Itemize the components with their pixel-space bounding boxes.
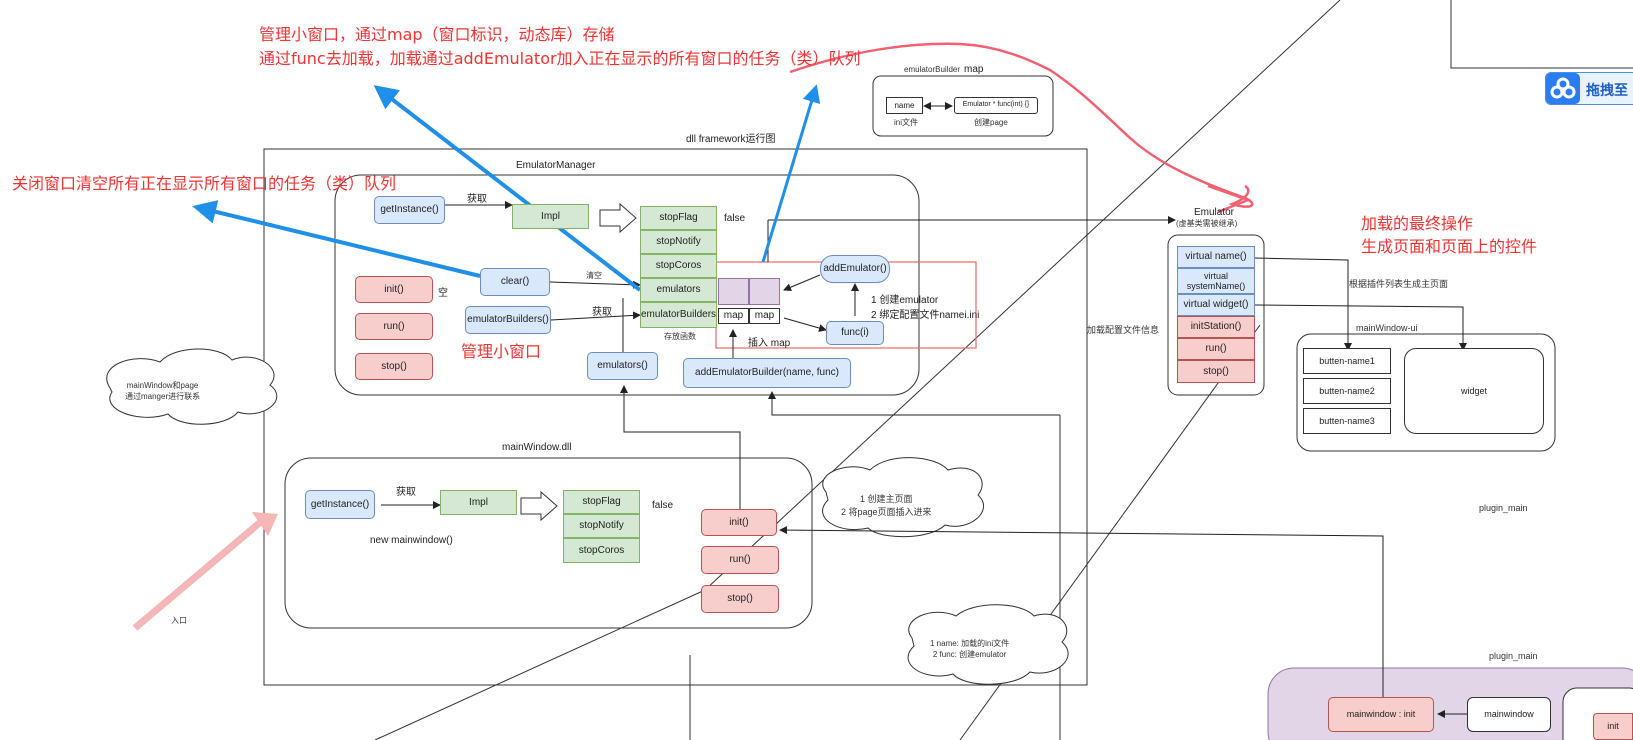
ui-button-name3[interactable]: butten-name3 bbox=[1303, 408, 1391, 434]
emulator-builder-map-label: map bbox=[964, 64, 984, 75]
cloud-app-icon bbox=[1546, 73, 1580, 104]
emulator-title: Emulator bbox=[1194, 207, 1235, 218]
step-create-emulator: 1 创建emulator bbox=[871, 295, 939, 306]
dll-field-stop-notify[interactable]: stopNotify bbox=[563, 514, 640, 538]
manager-clear-button[interactable]: clear() bbox=[480, 268, 550, 296]
main-window-dll-title: mainWindow.dll bbox=[502, 442, 572, 453]
plugin-main-label-2: plugin_main bbox=[1489, 651, 1538, 661]
main-window-dll-container bbox=[284, 457, 813, 629]
top-right-box bbox=[1450, 0, 1633, 69]
mainwindow-init-box[interactable]: mainwindow : init bbox=[1328, 697, 1434, 732]
emulator-manager-container bbox=[334, 174, 920, 396]
main-window-ui-title: mainWindow-ui bbox=[1356, 323, 1418, 333]
dll-run-button[interactable]: run() bbox=[701, 546, 779, 574]
add-emulator-builder-button[interactable]: addEmulatorBuilder(name, func) bbox=[683, 358, 851, 388]
dll-false-label: false bbox=[652, 500, 674, 511]
field-stop-coros[interactable]: stopCoros bbox=[640, 254, 717, 278]
field-emulators[interactable]: emulators bbox=[640, 278, 717, 302]
annotation-final-op: 加载的最终操作 bbox=[1361, 214, 1474, 233]
emulator-virtual-system-name[interactable]: virtual systemName() bbox=[1177, 268, 1255, 294]
dll-impl-box[interactable]: Impl bbox=[440, 490, 517, 515]
func-button[interactable]: func(i) bbox=[826, 321, 884, 345]
annotation-generate-page: 生成页面和页面上的控件 bbox=[1361, 237, 1538, 256]
main-window-ui-container bbox=[1296, 333, 1556, 452]
ui-button-name1[interactable]: butten-name1 bbox=[1303, 348, 1391, 374]
ini-note-text: 1 name: 加载的ini文件 2 func: 创建emulator bbox=[930, 639, 1010, 659]
map-cell-b: map bbox=[749, 308, 780, 324]
manager-get-label: 获取 bbox=[467, 194, 487, 205]
dll-field-stop-coros[interactable]: stopCoros bbox=[563, 538, 640, 563]
dll-framework-frame bbox=[263, 148, 1088, 686]
storage-caption: 存放函数 bbox=[664, 332, 696, 341]
plugins-caption: 根据插件列表生成主页面 bbox=[1349, 279, 1449, 289]
plugin-init-box[interactable]: init bbox=[1593, 713, 1633, 740]
emulator-builder-container bbox=[872, 75, 1054, 137]
emulators-button[interactable]: emulators() bbox=[587, 352, 658, 380]
emulator-virtual-widget[interactable]: virtual widget() bbox=[1177, 294, 1255, 316]
emulators-cell-b bbox=[749, 278, 780, 305]
page-note-text: 1 创建主页面 2 将page页面插入进来 bbox=[841, 494, 932, 517]
ui-widget[interactable]: widget bbox=[1404, 348, 1544, 434]
field-emulator-builders[interactable]: emulatorBuilders bbox=[640, 302, 717, 328]
plugin-main-label: plugin_main bbox=[1479, 503, 1528, 513]
builder-create-caption: 创建page bbox=[974, 118, 1008, 127]
emulator-builder-title: emulatorBuilder bbox=[904, 65, 961, 74]
dll-init-button[interactable]: init() bbox=[701, 509, 777, 536]
manager-impl-box[interactable]: Impl bbox=[512, 204, 589, 229]
load-config-label: 加载配置文件信息 bbox=[1087, 325, 1160, 335]
emulator-container bbox=[1167, 234, 1265, 396]
emulator-virtual-name[interactable]: virtual name() bbox=[1177, 246, 1255, 268]
emulator-builders-button[interactable]: emulatorBuilders() bbox=[465, 306, 551, 334]
dll-field-stop-flag[interactable]: stopFlag bbox=[563, 490, 640, 514]
builder-name-box: name bbox=[886, 97, 923, 114]
emulator-init-station[interactable]: initStation() bbox=[1177, 316, 1255, 338]
drag-to-label: 拖拽至 bbox=[1586, 83, 1628, 99]
mainwindow-box[interactable]: mainwindow bbox=[1467, 697, 1551, 732]
dll-get-label: 获取 bbox=[396, 487, 416, 498]
new-mainwindow-label: new mainwindow() bbox=[370, 535, 453, 546]
dll-stop-button[interactable]: stop() bbox=[701, 585, 779, 613]
empty-label: 空 bbox=[438, 288, 448, 299]
builder-func-box: Emulator * func(int) {} bbox=[954, 97, 1038, 114]
ui-button-name2[interactable]: butten-name2 bbox=[1303, 378, 1391, 404]
field-stop-notify[interactable]: stopNotify bbox=[640, 230, 717, 254]
insert-map-label: 插入 map bbox=[748, 338, 791, 349]
builder-ini-caption: ini文件 bbox=[894, 118, 919, 127]
annotation-func-load: 通过func去加载，加载通过addEmulator加入正在显示的所有窗口的任务（… bbox=[259, 49, 861, 68]
entry-label: 入口 bbox=[171, 616, 187, 625]
drag-to-badge[interactable]: 拖拽至 bbox=[1545, 72, 1633, 105]
step-bind-config: 2 绑定配置文件namei.ini bbox=[871, 310, 980, 321]
annotation-manage-small: 管理小窗口 bbox=[461, 342, 542, 361]
manager-run-button[interactable]: run() bbox=[355, 313, 433, 340]
manager-stop-button[interactable]: stop() bbox=[355, 353, 433, 380]
emulator-run[interactable]: run() bbox=[1177, 338, 1255, 360]
emulator-stop[interactable]: stop() bbox=[1177, 360, 1255, 383]
map-cell-a: map bbox=[718, 308, 749, 324]
emulator-subtitle: (虚基类需被继承) bbox=[1176, 219, 1238, 228]
ini-note-cloud bbox=[907, 604, 1069, 685]
emulator-manager-title: EmulatorManager bbox=[516, 160, 596, 171]
manager-note-text: mainWindow和page 通过manger进行联系 bbox=[125, 381, 201, 401]
diagonal-line bbox=[704, 0, 1341, 591]
annotation-close-clear: 关闭窗口清空所有正在显示所有窗口的任务（类）队列 bbox=[12, 174, 397, 193]
page-note-cloud bbox=[822, 457, 984, 538]
builders-get-label: 获取 bbox=[592, 307, 612, 318]
clear-label: 清空 bbox=[586, 271, 602, 280]
diagonal-line bbox=[374, 589, 706, 740]
frame-title: dll framework运行图 bbox=[686, 134, 776, 145]
manager-false-label: false bbox=[724, 213, 746, 224]
dll-get-instance-button[interactable]: getInstance() bbox=[305, 490, 375, 519]
emulators-cell-a bbox=[718, 278, 749, 305]
add-emulator-button[interactable]: addEmulator() bbox=[820, 255, 890, 283]
manager-init-button[interactable]: init() bbox=[355, 276, 433, 303]
manager-get-instance-button[interactable]: getInstance() bbox=[374, 196, 445, 224]
field-stop-flag[interactable]: stopFlag bbox=[640, 206, 717, 230]
annotation-map-storage: 管理小窗口，通过map（窗口标识，动态库）存储 bbox=[259, 25, 615, 44]
manager-note-cloud bbox=[106, 348, 278, 425]
